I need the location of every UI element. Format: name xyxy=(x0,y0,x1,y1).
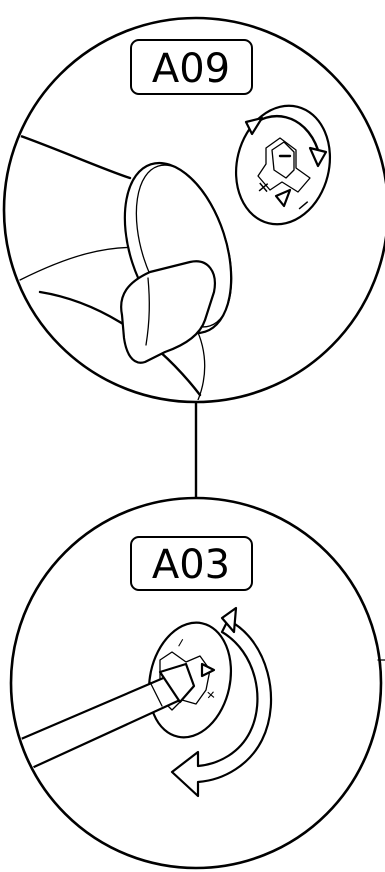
label-a03: A03 xyxy=(130,536,253,591)
label-a09: A09 xyxy=(130,39,253,95)
label-a09-text: A09 xyxy=(152,46,230,92)
hand-illustration xyxy=(16,133,233,400)
thumb xyxy=(120,260,216,364)
label-a03-text: A03 xyxy=(152,542,230,588)
detail-a03: + − A03 xyxy=(9,496,385,870)
rotation-arrow xyxy=(170,606,273,798)
screwdriver xyxy=(13,662,196,780)
detail-a09: A09 + − xyxy=(2,16,385,404)
adjuster-dial-top: + − xyxy=(234,104,332,226)
